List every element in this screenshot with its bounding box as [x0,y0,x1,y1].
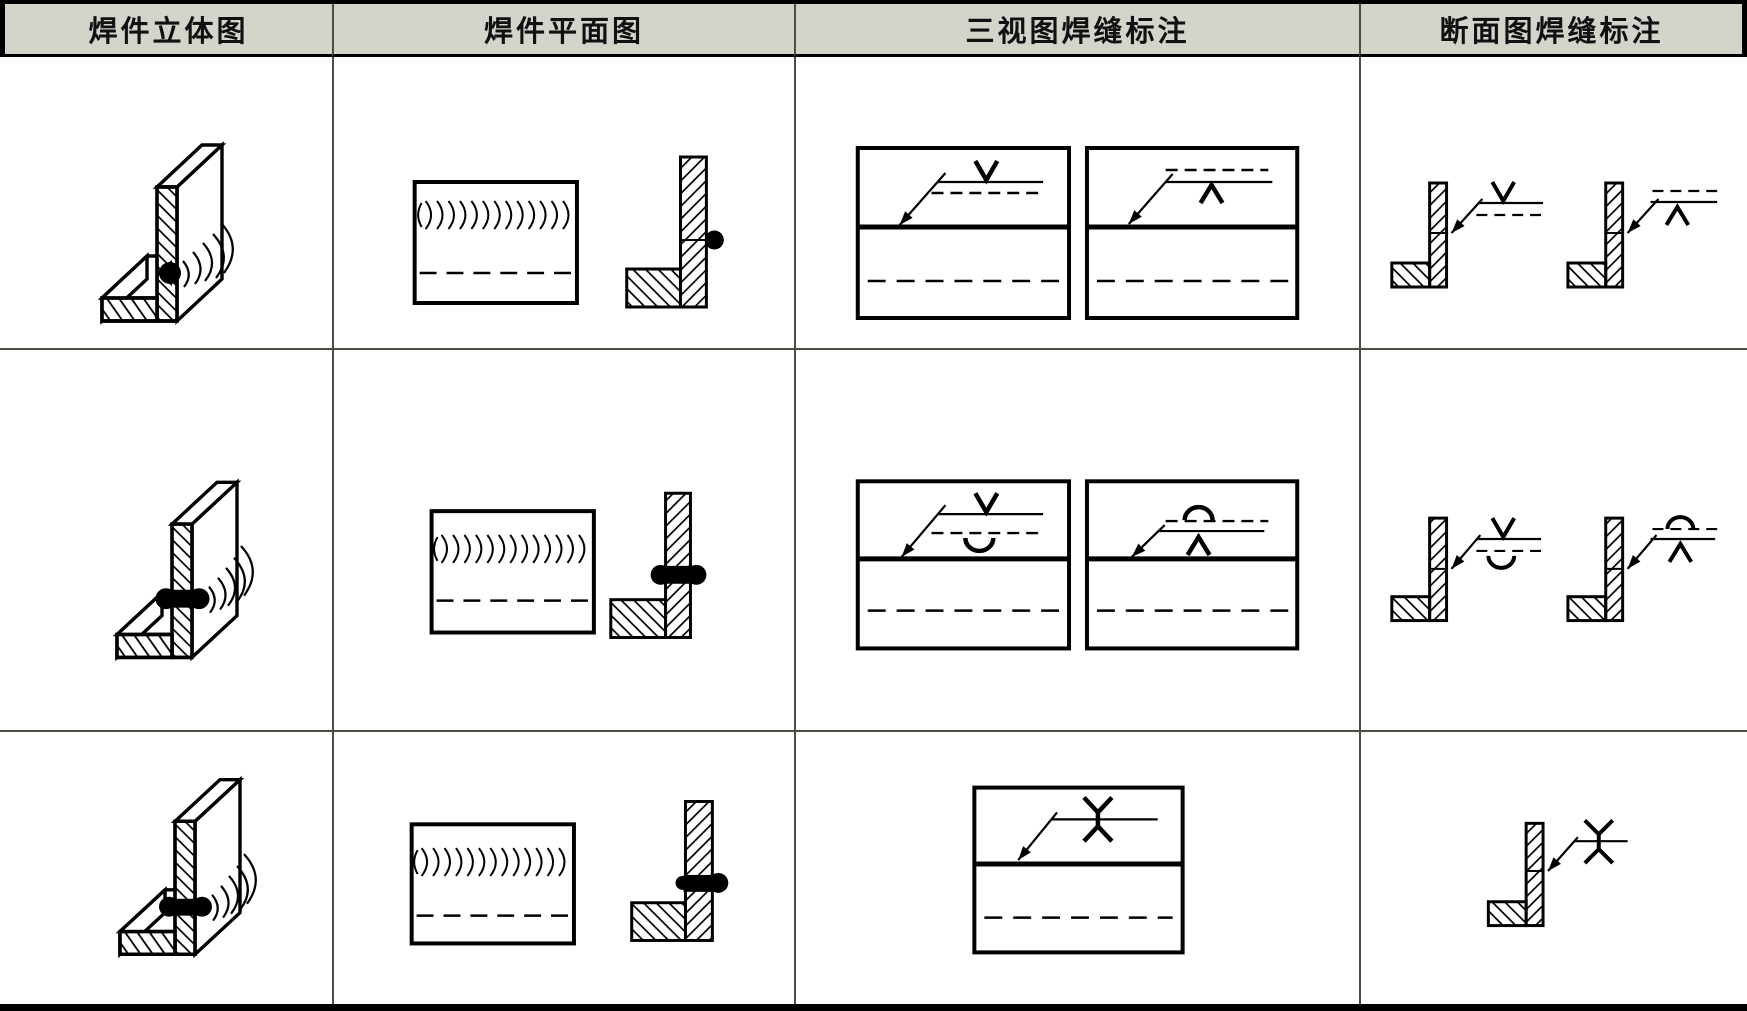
header-label: 焊件平面图 [483,16,644,48]
weld-ripple-arcs [211,853,257,922]
cell-row3-plan [332,730,794,1004]
weld-bead [704,230,724,250]
l-section-arrow-side [1390,516,1542,623]
three-view-annotation-row1 [855,146,1300,320]
cell-row1-plan [332,57,794,348]
header-label: 焊件立体图 [88,16,249,48]
cell-row1-pictorial [0,57,332,348]
double-v-x-weld-symbol [1082,795,1114,843]
leader-arrow [1450,198,1484,234]
l-section-arrow-side [1390,180,1544,289]
v-weld-symbol [1490,517,1516,541]
weldment-3d-view-row1 [97,141,234,325]
cell-row2-three-view [794,348,1359,730]
header-plan-view: 焊件平面图 [332,4,794,57]
side-view-box [1084,479,1300,651]
cell-row2-pictorial [0,348,332,730]
weld-ripple-arcs [208,545,254,614]
cell-row3-three-view [794,730,1359,1004]
weld-ripples [433,534,586,564]
back-weld-arch-symbol [1182,505,1215,521]
front-view-box [855,146,1072,320]
header-pictorial-view: 焊件立体图 [0,4,332,57]
v-weld-symbol [1490,180,1516,205]
v-weld-symbol [973,492,1000,517]
header-section-notation: 断面图焊缝标注 [1359,4,1747,57]
header-three-view-notation: 三视图焊缝标注 [794,4,1359,57]
cell-row2-section [1359,348,1747,730]
cell-row1-three-view [794,57,1359,348]
weld-ripples [417,200,570,230]
v-weld-symbol-other-side [1667,540,1693,563]
l-section [625,155,724,309]
weldment-plan-view-row1 [412,155,724,309]
cell-row2-plan [332,348,794,730]
weld-bead-both-sides [159,896,212,917]
v-weld-symbol [973,159,1000,185]
back-weld-arch-symbol [1665,515,1696,530]
l-section [630,800,729,942]
weld-bead-both-sides [650,564,707,585]
cell-row1-section [1359,57,1747,348]
leader-arrow [900,504,947,558]
weldment-plan-view-row3 [409,800,729,946]
front-view-box [972,785,1185,955]
v-weld-symbol-other-side [1185,532,1212,557]
side-view-box [1084,146,1300,320]
cell-row3-section [1359,730,1747,1004]
v-weld-symbol-other-side [1664,203,1691,227]
l-section-other-side [1566,515,1718,623]
weld-ripples [413,847,566,877]
leader-arrow [1626,198,1660,234]
weldment-plan-view-row2 [429,491,707,639]
l-section [609,491,707,639]
l-section-other-side [1566,181,1718,289]
section-annotation-row1 [1390,180,1718,289]
weld-ripple-arcs [182,222,234,288]
back-weld-cup-symbol [1486,555,1517,570]
header-label: 断面图焊缝标注 [1439,16,1664,48]
cell-row3-pictorial [0,730,332,1004]
three-view-annotation-row2 [855,479,1300,651]
three-view-annotation-row3 [972,785,1185,955]
leader-arrow [1127,173,1174,225]
double-v-x-weld-symbol [1583,818,1615,865]
section-annotation-row3 [1486,818,1628,928]
front-view-box [855,479,1072,651]
weld-bead-both-sides [675,872,729,893]
leader-arrow [898,172,947,226]
leader-arrow [1547,836,1579,872]
weldment-3d-view-row2 [112,478,254,662]
weldment-3d-view-row3 [115,775,257,959]
back-weld-cup-symbol [963,537,996,554]
weld-bead [156,260,181,286]
section-annotation-row2 [1390,515,1718,623]
v-weld-symbol-other-side [1198,180,1225,205]
leader-arrow [1017,811,1058,861]
l-section [1486,818,1628,928]
leader-arrow [1131,524,1166,558]
leader-arrow [1626,534,1658,570]
header-label: 三视图焊缝标注 [965,16,1190,48]
weld-bead-both-sides [155,588,210,610]
leader-arrow [1450,534,1482,570]
